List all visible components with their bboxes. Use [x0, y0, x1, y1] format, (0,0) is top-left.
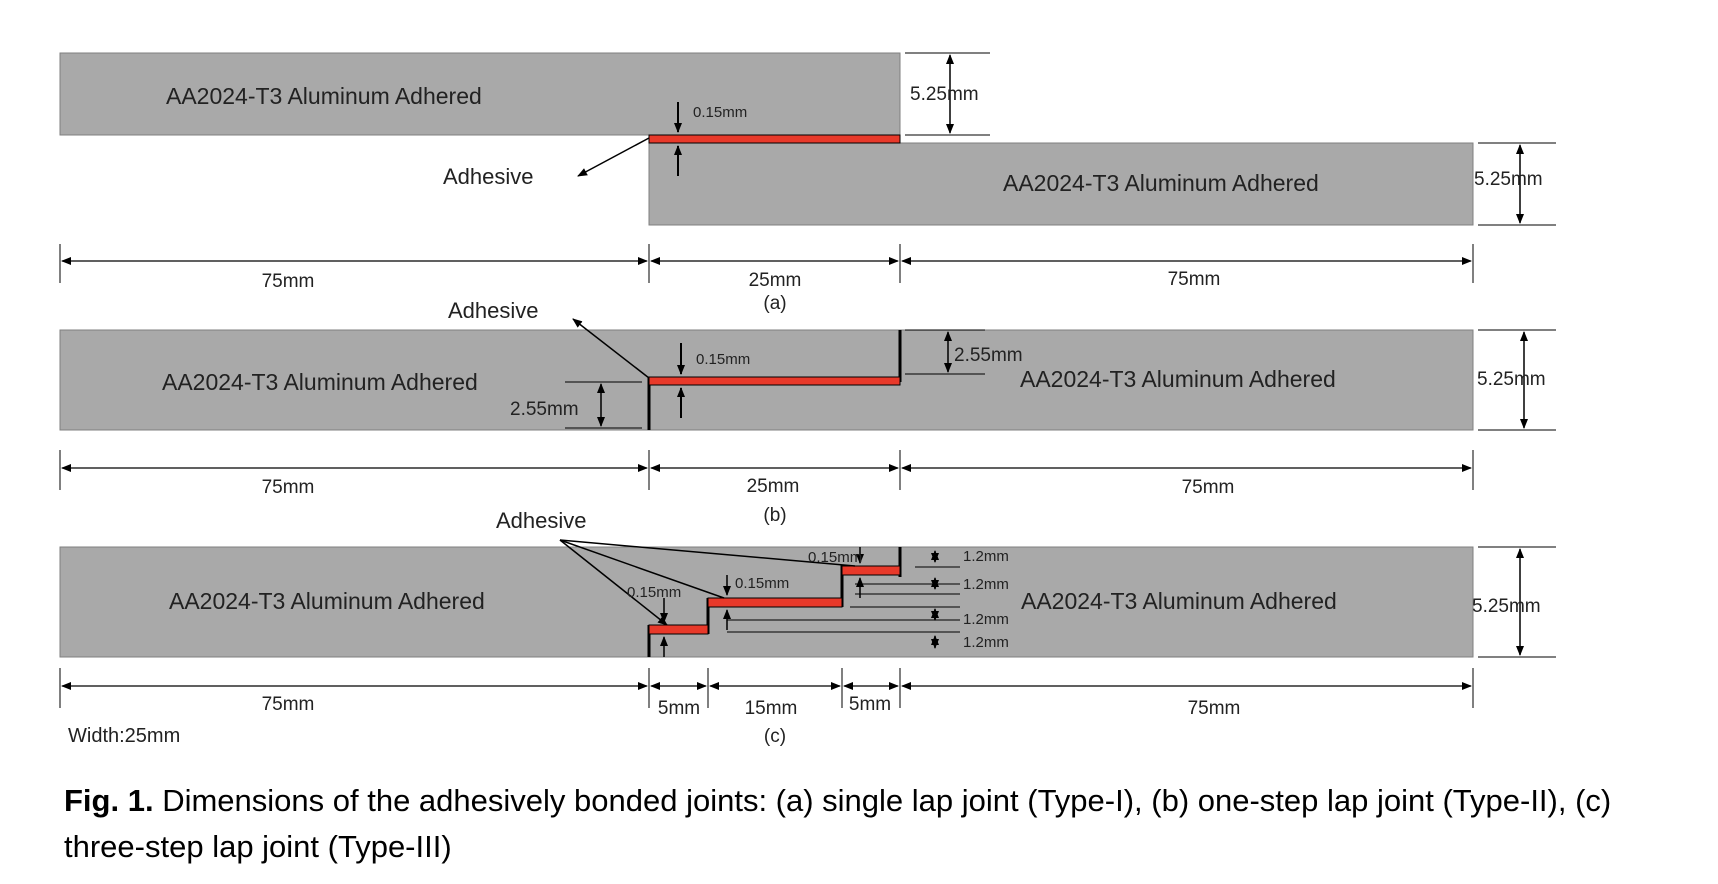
joint-c-right-plate-label: AA2024-T3 Aluminum Adhered	[1021, 588, 1337, 614]
joint-b-left-plate-label: AA2024-T3 Aluminum Adhered	[162, 369, 478, 395]
joint-c-step1: 1.2mm	[963, 548, 1009, 565]
figure-caption-prefix: Fig. 1.	[64, 783, 154, 818]
joint-a-bottom-plate-label: AA2024-T3 Aluminum Adhered	[1003, 170, 1319, 196]
joint-a-dim-left: 75mm	[262, 271, 315, 292]
joint-dimension-diagram: AA2024-T3 Aluminum Adhered AA2024-T3 Alu…	[59, 52, 1556, 747]
figure-caption: Fig. 1. Dimensions of the adhesively bon…	[64, 778, 1684, 870]
joint-c-adhesive-layer-3	[841, 565, 901, 576]
joint-b-sub-label: (b)	[763, 505, 786, 526]
joint-c-adh2: 0.15mm	[735, 575, 789, 592]
joint-b-dim-left: 75mm	[262, 477, 315, 498]
joint-a-dim-right: 75mm	[1168, 269, 1221, 290]
joint-c-dim-s1: 5mm	[658, 698, 700, 719]
joint-a-sub-label: (a)	[763, 293, 786, 314]
joint-a-adhesive-layer	[648, 134, 901, 144]
joint-c-adh1: 0.15mm	[627, 584, 681, 601]
joint-a-top-thickness: 5.25mm	[910, 84, 979, 105]
joint-a-bottom-thickness: 5.25mm	[1474, 169, 1543, 190]
joint-a-adhesive-label: Adhesive	[443, 164, 534, 189]
joint-a-top-plate-label: AA2024-T3 Aluminum Adhered	[166, 83, 482, 109]
joint-b-step-left: 2.55mm	[510, 399, 579, 420]
joint-b-adhesive-label: Adhesive	[448, 298, 539, 323]
joint-b-dim-right: 75mm	[1182, 477, 1235, 498]
joint-a-bottom-plate	[648, 142, 1474, 226]
joint-a: AA2024-T3 Aluminum Adhered AA2024-T3 Alu…	[59, 52, 1556, 314]
joint-b-thickness: 5.25mm	[1477, 369, 1546, 390]
joint-b-right-plate-label: AA2024-T3 Aluminum Adhered	[1020, 366, 1336, 392]
joint-c-adhesive-layer-1	[648, 624, 709, 635]
joint-c-width-label: Width:25mm	[68, 725, 180, 747]
joint-b: AA2024-T3 Aluminum Adhered AA2024-T3 Alu…	[59, 298, 1556, 526]
joint-b-adhesive-thickness: 0.15mm	[696, 351, 750, 368]
joint-c-adhesive-layer-2	[707, 597, 843, 608]
joint-c-dim-right: 75mm	[1188, 698, 1241, 719]
joint-c-adh3: 0.15mm	[808, 549, 862, 566]
joint-c-step4: 1.2mm	[963, 634, 1009, 651]
joint-c-sub-label: (c)	[764, 726, 786, 747]
joint-c-step3: 1.2mm	[963, 611, 1009, 628]
figure-caption-text: Dimensions of the adhesively bonded join…	[64, 783, 1612, 864]
joint-c: AA2024-T3 Aluminum Adhered AA2024-T3 Alu…	[59, 508, 1556, 747]
joint-c-step2: 1.2mm	[963, 576, 1009, 593]
joint-c-dim-left: 75mm	[262, 694, 315, 715]
joint-a-dim-overlap: 25mm	[749, 270, 802, 291]
joint-c-dim-s3: 5mm	[849, 694, 891, 715]
joint-c-adhesive-pointer-1	[559, 539, 668, 626]
joint-b-adhesive-pointer	[572, 318, 650, 379]
joint-c-thickness: 5.25mm	[1472, 596, 1541, 617]
joint-c-adhesive-pointer-2	[559, 539, 725, 599]
joint-c-left-plate-label: AA2024-T3 Aluminum Adhered	[169, 588, 485, 614]
joint-c-adhesive-label: Adhesive	[496, 508, 587, 533]
joint-b-dim-overlap: 25mm	[747, 476, 800, 497]
joint-c-adhesive-pointer-3	[559, 539, 856, 567]
joint-a-adhesive-thickness: 0.15mm	[693, 104, 747, 121]
joint-a-top-plate	[59, 52, 901, 136]
joint-b-adhesive-layer	[648, 376, 901, 386]
joint-a-adhesive-pointer	[577, 137, 650, 177]
joint-b-step-right: 2.55mm	[954, 345, 1023, 366]
joint-c-dim-s2: 15mm	[745, 698, 798, 719]
